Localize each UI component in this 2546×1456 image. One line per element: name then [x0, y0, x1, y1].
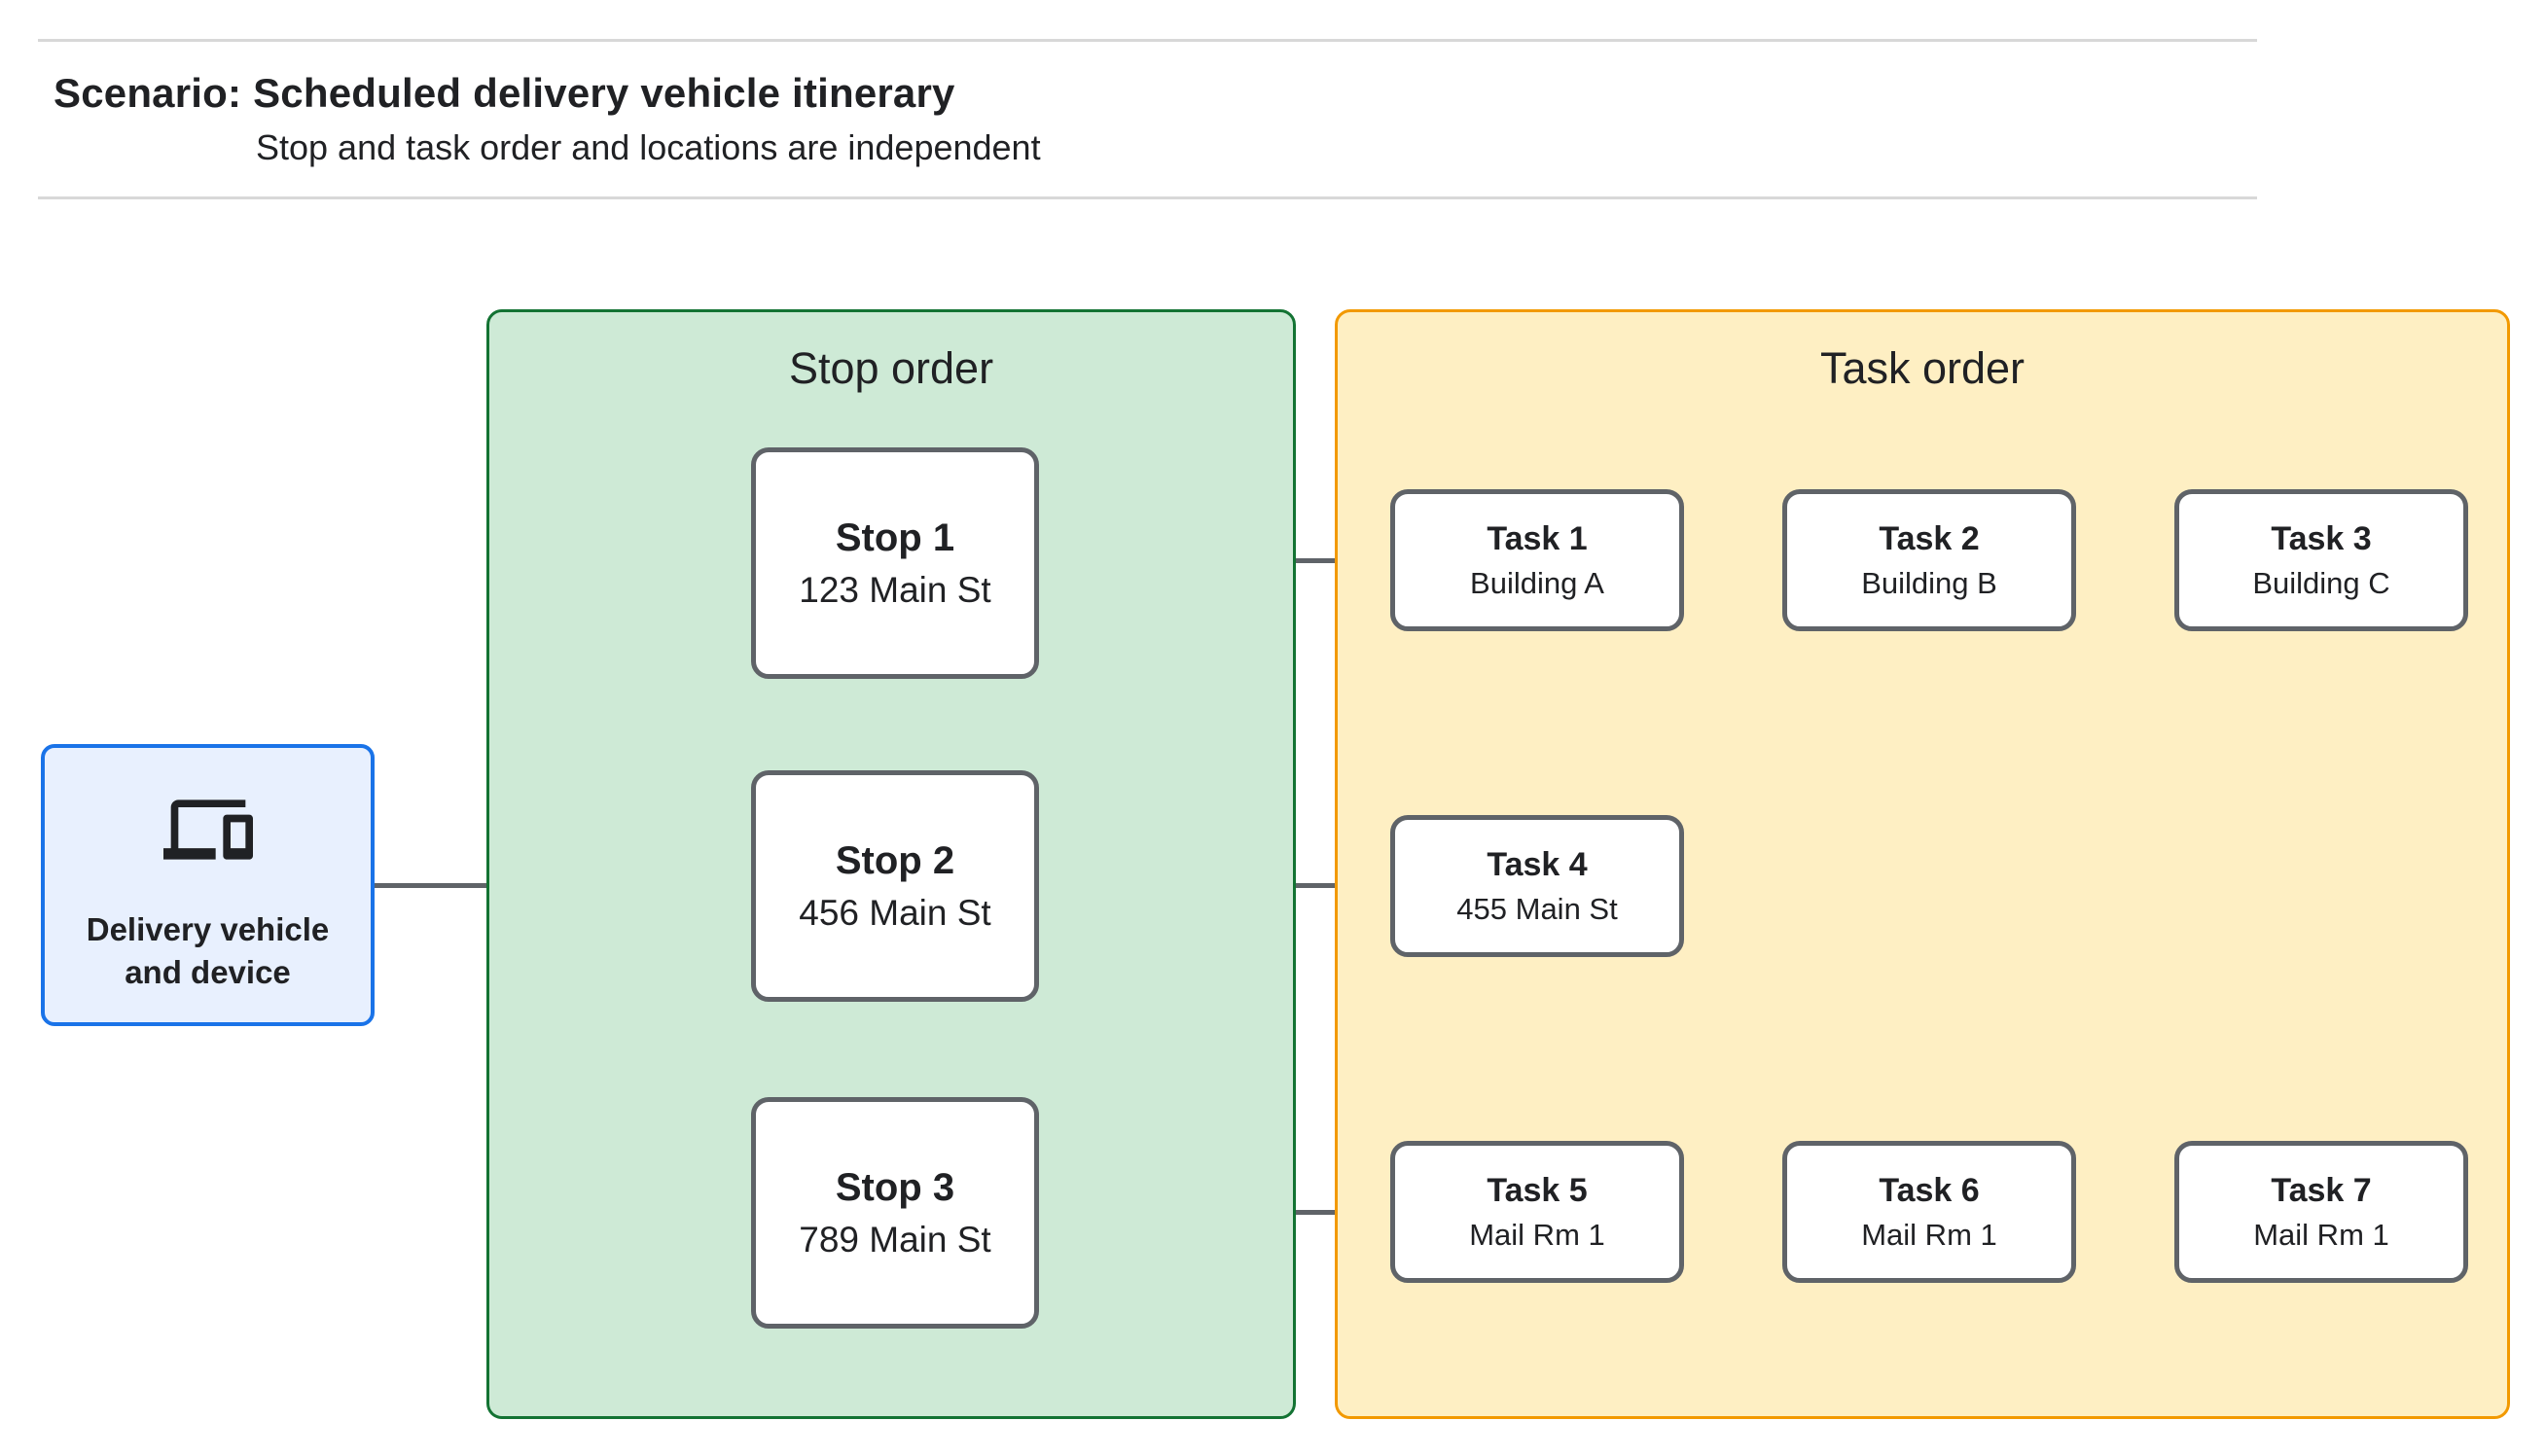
task-node-2: Task 2 Building B	[1782, 489, 2076, 631]
stop-location: 789 Main St	[799, 1219, 991, 1260]
task-label: Task 4	[1487, 845, 1588, 883]
task-location: Mail Rm 1	[2253, 1217, 2389, 1252]
task-location: 455 Main St	[1456, 891, 1618, 926]
task-node-5: Task 5 Mail Rm 1	[1390, 1141, 1684, 1283]
task-location: Mail Rm 1	[1861, 1217, 1997, 1252]
stop-location: 456 Main St	[799, 892, 991, 933]
task-node-7: Task 7 Mail Rm 1	[2174, 1141, 2468, 1283]
delivery-vehicle-label: Delivery vehicle and device	[86, 910, 330, 991]
stop-node-3: Stop 3 789 Main St	[751, 1097, 1039, 1329]
stop-node-2: Stop 2 456 Main St	[751, 770, 1039, 1002]
page-subtitle: Stop and task order and locations are in…	[256, 127, 1041, 167]
page-title: Scenario: Scheduled delivery vehicle iti…	[54, 70, 955, 116]
task-label: Task 3	[2271, 519, 2372, 557]
task-location: Building B	[1861, 565, 1997, 600]
task-label: Task 7	[2271, 1171, 2372, 1209]
stop-location: 123 Main St	[799, 569, 991, 610]
task-label: Task 6	[1879, 1171, 1980, 1209]
task-node-4: Task 4 455 Main St	[1390, 815, 1684, 957]
task-label: Task 2	[1879, 519, 1980, 557]
stop-node-1: Stop 1 123 Main St	[751, 447, 1039, 679]
task-node-3: Task 3 Building C	[2174, 489, 2468, 631]
devices-icon	[162, 785, 253, 874]
stop-order-title: Stop order	[788, 343, 994, 393]
task-location: Mail Rm 1	[1469, 1217, 1605, 1252]
stop-label: Stop 3	[835, 1165, 955, 1209]
task-label: Task 1	[1487, 519, 1588, 557]
task-node-1: Task 1 Building A	[1390, 489, 1684, 631]
task-order-title: Task order	[1819, 343, 2026, 393]
task-location: Building C	[2252, 565, 2390, 600]
delivery-vehicle-node: Delivery vehicle and device	[41, 744, 375, 1026]
stop-label: Stop 1	[835, 515, 955, 559]
top-divider	[38, 39, 2257, 42]
stop-label: Stop 2	[835, 838, 955, 882]
task-node-6: Task 6 Mail Rm 1	[1782, 1141, 2076, 1283]
header-divider	[38, 196, 2257, 199]
task-label: Task 5	[1487, 1171, 1588, 1209]
task-location: Building A	[1470, 565, 1604, 600]
